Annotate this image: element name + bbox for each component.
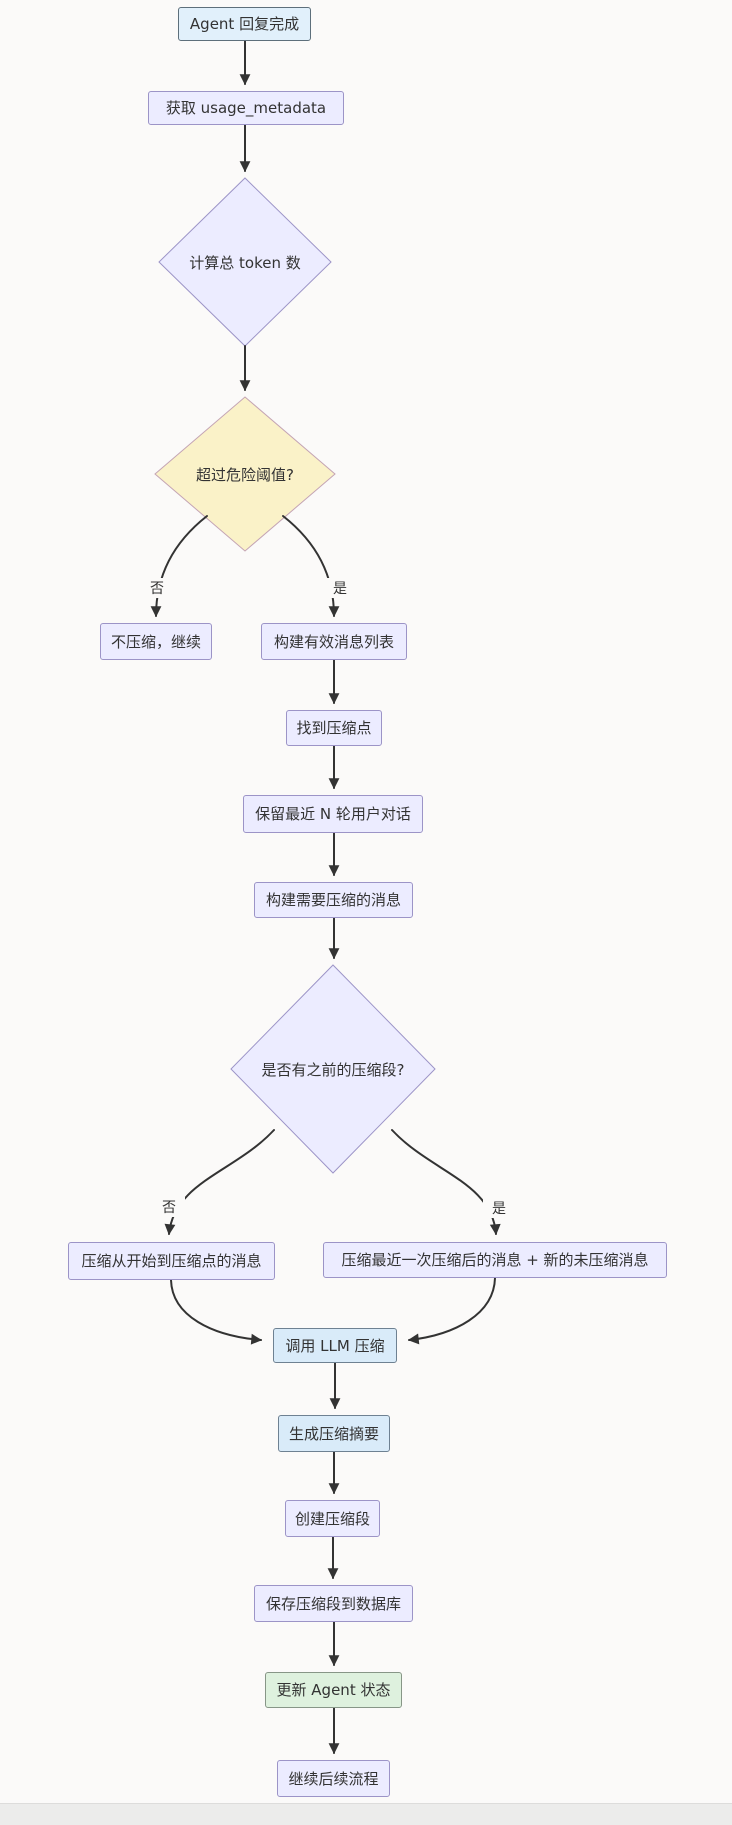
node-generate-summary: 生成压缩摘要 (278, 1415, 390, 1452)
node-keep-recent-n-rounds: 保留最近 N 轮用户对话 (243, 795, 423, 833)
edge-label-threshold-yes: 是 (324, 578, 356, 598)
node-save-segment-to-db: 保存压缩段到数据库 (254, 1585, 413, 1622)
edge-after-last-to-call-llm (407, 1277, 496, 1345)
edge-label-prev-seg-yes: 是 (483, 1198, 515, 1218)
node-continue-flow: 继续后续流程 (277, 1760, 390, 1797)
decision-has-prev-seg-shape (230, 964, 436, 1174)
decision-calc-tokens-label: 计算总 token 数 (189, 253, 301, 272)
node-get-usage-metadata: 获取 usage_metadata (148, 91, 344, 125)
edge-from-start-to-call-llm (170, 1279, 263, 1345)
edge-threshold-yes (282, 515, 340, 618)
footer-strip (0, 1803, 732, 1825)
edge-label-prev-seg-no: 否 (153, 1197, 185, 1217)
node-create-segment: 创建压缩段 (285, 1500, 380, 1537)
decision-has-prev-seg-label: 是否有之前的压缩段? (261, 1060, 405, 1079)
decision-over-threshold-label: 超过危险阈值? (196, 465, 294, 484)
node-no-compress-continue: 不压缩，继续 (100, 623, 212, 660)
edge-threshold-no (150, 515, 208, 618)
edge-prev-no (164, 1129, 275, 1236)
decision-over-threshold-shape (154, 396, 336, 552)
node-compress-from-start: 压缩从开始到压缩点的消息 (68, 1242, 275, 1280)
node-call-llm-compress: 调用 LLM 压缩 (273, 1328, 397, 1363)
node-build-messages-to-compress: 构建需要压缩的消息 (254, 882, 413, 918)
node-find-compress-point: 找到压缩点 (286, 710, 382, 746)
edge-prev-yes (391, 1129, 501, 1236)
node-update-agent-state: 更新 Agent 状态 (265, 1672, 402, 1708)
node-agent-reply-done: Agent 回复完成 (178, 7, 311, 41)
edge-label-threshold-no: 否 (141, 578, 173, 598)
node-compress-after-last: 压缩最近一次压缩后的消息 + 新的未压缩消息 (323, 1242, 667, 1278)
node-build-valid-message-list: 构建有效消息列表 (261, 623, 407, 660)
